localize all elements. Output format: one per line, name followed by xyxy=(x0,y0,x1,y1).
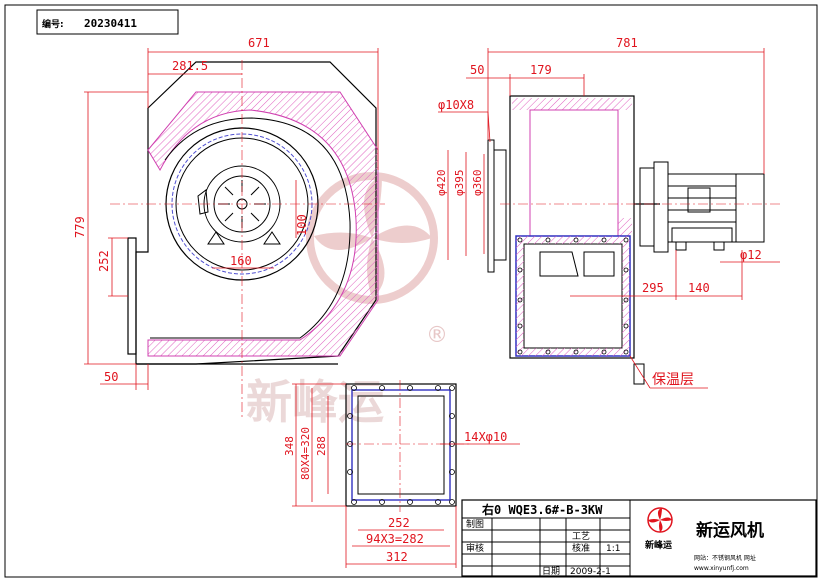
dim-781-label: 781 xyxy=(616,36,638,50)
dim-779-label: 779 xyxy=(73,216,87,238)
dim-779 xyxy=(84,91,148,365)
serial-value: 20230411 xyxy=(84,17,137,30)
side-outlet-bolts xyxy=(517,237,629,355)
flange-pitch-v-label: 80X4=320 xyxy=(299,427,312,480)
dim-50-front-label: 50 xyxy=(104,370,118,384)
hub-bracket-left xyxy=(207,231,225,245)
label-date: 日期 xyxy=(542,566,560,577)
outlet-flange-detail: 14Xφ10 348 80X4=320 288 252 94X3=282 312 xyxy=(283,380,520,568)
title-block: 右0 WQE3.6#-B-3KW 制图 工艺 审核 核准 1:1 日期 2009… xyxy=(461,499,817,577)
dim-781 xyxy=(487,48,765,174)
flange-inner xyxy=(357,395,445,495)
front-outlet-flange xyxy=(127,237,137,355)
dim-50-side-label: 50 xyxy=(470,63,484,77)
inlet-cone xyxy=(493,149,507,261)
dim-diameters xyxy=(447,150,485,260)
company-logo: 新峰运 xyxy=(645,507,673,551)
watermark-text: 新峰运 xyxy=(246,375,384,429)
side-impeller xyxy=(539,251,615,277)
flange-pitch-h-label: 94X3=282 xyxy=(366,532,424,546)
side-housing xyxy=(509,95,635,359)
company-website: 网站：不锈钢风机 网址 xyxy=(694,554,756,562)
hub-tab xyxy=(197,189,209,215)
dim-100-label: 100 xyxy=(295,214,309,236)
side-view: 781 50 179 φ10X8 φ420 φ395 φ360 xyxy=(435,36,780,389)
title-model: 右0 WQE3.6#-B-3KW xyxy=(481,502,603,517)
label-checked: 核准 xyxy=(572,542,590,554)
dim-160-label: 160 xyxy=(230,254,252,268)
flange-bolts xyxy=(347,385,455,505)
hub-bracket-right xyxy=(263,231,281,245)
dim-295-label: 295 xyxy=(642,281,664,295)
flange-inner-width-label: 252 xyxy=(388,516,410,530)
leader-insulation xyxy=(629,355,708,389)
volute-inner xyxy=(150,117,351,339)
side-inner xyxy=(529,109,619,237)
front-view: 671 281.5 779 252 50 160 xyxy=(73,36,385,420)
dim-179 xyxy=(510,74,585,96)
flange-dims-horizontal xyxy=(345,506,457,568)
dim-motor-hole-label: φ12 xyxy=(740,248,762,262)
company-name: 新运风机 xyxy=(696,520,764,541)
dim-50-front xyxy=(100,364,149,390)
motor xyxy=(639,161,765,253)
flange-outer-height-label: 348 xyxy=(283,436,296,456)
dim-281-5-label: 281.5 xyxy=(172,59,208,73)
insulation-label: 保温层 xyxy=(652,372,694,388)
flange-holes-label: 14Xφ10 xyxy=(464,430,507,444)
side-base xyxy=(633,363,645,385)
dim-179-label: 179 xyxy=(530,63,552,77)
label-craft: 工艺 xyxy=(572,531,590,542)
dim-252-front xyxy=(108,237,128,297)
flange-dims-vertical xyxy=(292,383,346,507)
serial-box: 编号: 20230411 xyxy=(36,9,179,35)
dim-motor xyxy=(570,250,743,300)
flange-outer-width-label: 312 xyxy=(386,550,408,564)
dim-140-label: 140 xyxy=(688,281,710,295)
sheet-border xyxy=(4,4,818,578)
serial-label: 编号: xyxy=(42,18,64,30)
inlet-flange xyxy=(487,139,495,273)
dim-bolt-holes-label: φ10X8 xyxy=(438,98,474,112)
dim-671-label: 671 xyxy=(248,36,270,50)
company-url: www.xinyunfj.com xyxy=(694,565,749,572)
date-value: 2009-2-1 xyxy=(570,567,611,577)
dim-360-label: φ360 xyxy=(471,170,484,197)
dim-395-label: φ395 xyxy=(453,170,466,197)
dim-252-front-label: 252 xyxy=(97,250,111,272)
logo-text: 新峰运 xyxy=(645,539,673,551)
flange-inner-height-label: 288 xyxy=(315,436,328,456)
volute-hatch xyxy=(147,91,379,357)
dim-671 xyxy=(147,48,379,170)
leader-bolts xyxy=(438,111,491,143)
watermark-registered: ® xyxy=(426,323,448,348)
scale-value: 1:1 xyxy=(606,544,620,554)
flange-outer xyxy=(345,383,457,507)
label-review: 审核 xyxy=(466,542,484,554)
dim-420-label: φ420 xyxy=(435,170,448,197)
label-drawn: 制图 xyxy=(466,518,484,530)
